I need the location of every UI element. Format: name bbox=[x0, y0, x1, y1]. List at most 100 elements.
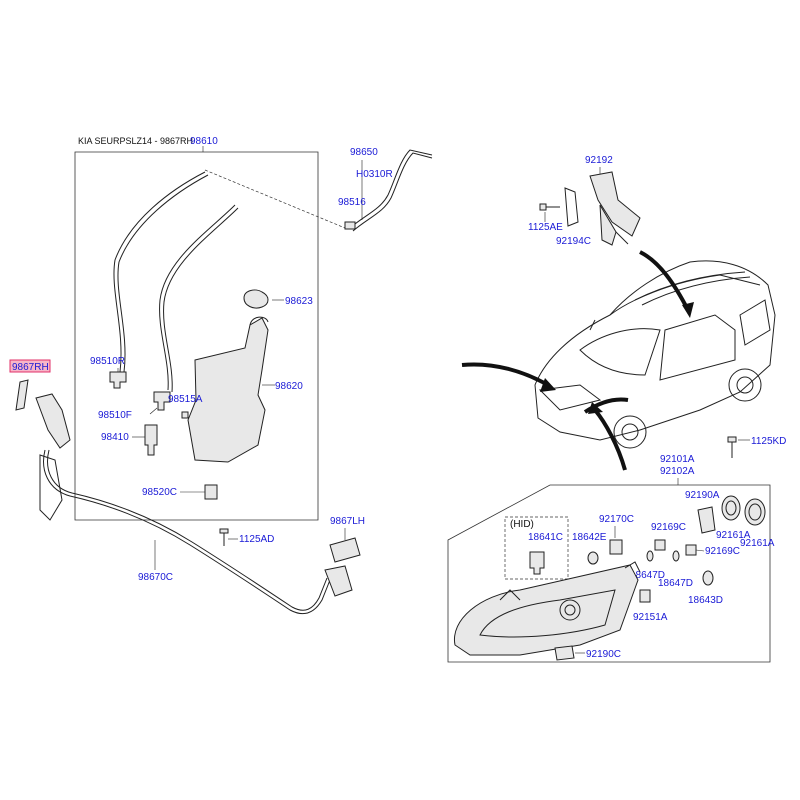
headlamp-projector-inner bbox=[564, 604, 576, 616]
label-98410[interactable]: 98410 bbox=[101, 432, 129, 443]
label-9867rh[interactable]: 9867RH bbox=[12, 362, 49, 373]
pointer-arrow-washer bbox=[461, 362, 549, 387]
ring-92161a-2 bbox=[744, 498, 766, 526]
car-front-hub bbox=[621, 423, 639, 441]
label-98516[interactable]: 98516 bbox=[338, 197, 366, 208]
socket-92169c-2 bbox=[685, 544, 697, 556]
label-98510f[interactable]: 98510F bbox=[98, 410, 132, 421]
cap-98623 bbox=[243, 289, 269, 309]
car-side-window bbox=[659, 314, 736, 381]
label-1125ae[interactable]: 1125AE bbox=[528, 222, 563, 233]
diagram-caption: KIA SEURPSLZ14 - 9867RH bbox=[78, 136, 193, 146]
hose-h0310r-b bbox=[352, 152, 433, 232]
label-98520c[interactable]: 98520C bbox=[142, 487, 177, 498]
cover-92190c bbox=[554, 645, 575, 661]
hose-98670c-b bbox=[47, 449, 328, 611]
label-18641c[interactable]: 18641C bbox=[528, 532, 563, 543]
leveling-sensor-group: 92192 1125AE 92194C bbox=[528, 155, 641, 247]
bulb-18642e bbox=[587, 551, 599, 565]
socket-92169c-1 bbox=[654, 539, 666, 551]
highlight-9867rh[interactable] bbox=[9, 359, 51, 373]
bolt-1125ad-head bbox=[219, 528, 229, 534]
pointer-arrow-headlamp bbox=[593, 408, 627, 471]
label-98620[interactable]: 98620 bbox=[275, 381, 303, 392]
headlamp-group: 1125KD 92101A 92102A (HID) 18641C 18642E… bbox=[447, 436, 786, 663]
reservoir-neck bbox=[249, 316, 269, 326]
cover-9867lh bbox=[329, 537, 361, 563]
label-92194c[interactable]: 92194C bbox=[556, 236, 591, 247]
pointer-arrow-sensor-head bbox=[682, 302, 694, 318]
car-mirror bbox=[589, 319, 596, 331]
label-92169c-1[interactable]: 92169C bbox=[651, 522, 686, 533]
car-rear-window bbox=[739, 299, 771, 346]
label-92161a-1[interactable]: 92161A bbox=[716, 530, 751, 541]
label-18647d-1[interactable]: 18647D bbox=[630, 570, 665, 581]
ring-92161a-2-inner bbox=[748, 503, 762, 521]
sensor-arm bbox=[599, 204, 617, 246]
label-92161a-2[interactable]: 92161A bbox=[740, 538, 775, 549]
hose-h0310r bbox=[349, 149, 433, 229]
headlamp-lens-inner bbox=[479, 589, 616, 638]
headlamp-top-bracket bbox=[499, 561, 641, 601]
pump-98410 bbox=[144, 424, 158, 456]
label-1125ad[interactable]: 1125AD bbox=[239, 534, 274, 545]
socket-92170c bbox=[609, 539, 623, 555]
washer-system-group: KIA SEURPSLZ14 - 9867RH 98610 98650 H031… bbox=[9, 136, 433, 615]
dashed-guide-98516 bbox=[204, 169, 346, 229]
sensor-link-rod bbox=[615, 231, 629, 245]
bolt-1125kd-head bbox=[727, 436, 737, 443]
label-1125kd[interactable]: 1125KD bbox=[751, 436, 786, 447]
pointer-arrow-washer-head bbox=[540, 378, 556, 392]
bolt-1125ae bbox=[539, 203, 547, 211]
nozzle-98510f bbox=[153, 391, 171, 411]
label-98650[interactable]: 98650 bbox=[350, 147, 378, 158]
label-92190a[interactable]: 92190A bbox=[685, 490, 720, 501]
label-92102a[interactable]: 92102A bbox=[660, 466, 695, 477]
washer-bracket-rh bbox=[39, 454, 63, 521]
label-92170c[interactable]: 92170C bbox=[599, 514, 634, 525]
leader-92169c-2 bbox=[695, 549, 705, 552]
label-98623[interactable]: 98623 bbox=[285, 296, 313, 307]
cover-92190a bbox=[697, 506, 716, 534]
car-illustration bbox=[461, 250, 776, 471]
label-9867lh[interactable]: 9867LH bbox=[330, 516, 365, 527]
washer-frame-box bbox=[74, 151, 319, 521]
label-92151a[interactable]: 92151A bbox=[633, 612, 668, 623]
washer-hose-2b bbox=[163, 207, 239, 393]
clip-98515a bbox=[181, 411, 189, 419]
ring-92161a-1 bbox=[721, 495, 741, 521]
label-92169c-2[interactable]: 92169C bbox=[705, 546, 740, 557]
nozzle-cover-9867rh bbox=[15, 379, 29, 411]
label-92101a[interactable]: 92101A bbox=[660, 454, 695, 465]
sensor-98520c bbox=[204, 484, 218, 500]
bulb-18643d bbox=[702, 570, 714, 586]
label-18642e[interactable]: 18642E bbox=[572, 532, 607, 543]
pointer-arrow-sensor bbox=[639, 250, 690, 311]
label-92190c[interactable]: 92190C bbox=[586, 649, 621, 660]
label-92192[interactable]: 92192 bbox=[585, 155, 613, 166]
car-roof-rails bbox=[634, 271, 751, 306]
car-rear-wheel bbox=[728, 368, 762, 402]
socket-92151a bbox=[639, 589, 651, 603]
washer-hose-1b bbox=[117, 174, 209, 373]
label-hid: (HID) bbox=[510, 519, 534, 530]
car-headlight-area bbox=[538, 384, 602, 411]
pointer-arrow-headlamp-2 bbox=[583, 397, 629, 414]
bulb-18647d-2 bbox=[672, 550, 680, 562]
label-98510r[interactable]: 98510R bbox=[90, 356, 125, 367]
label-h0310r[interactable]: H0310R bbox=[356, 169, 393, 180]
label-98610[interactable]: 98610 bbox=[190, 136, 218, 147]
bulb-18647d-1 bbox=[646, 550, 654, 562]
washer-hose-2 bbox=[159, 204, 236, 391]
label-18647d-2[interactable]: 18647D bbox=[658, 578, 693, 589]
label-18643d[interactable]: 18643D bbox=[688, 595, 723, 606]
ring-92161a-1-inner bbox=[725, 500, 737, 516]
label-98670c[interactable]: 98670C bbox=[138, 572, 173, 583]
hid-bulb-18641c bbox=[529, 551, 545, 575]
car-body bbox=[534, 260, 776, 441]
sensor-bracket-92192 bbox=[589, 171, 641, 237]
hid-box bbox=[504, 516, 569, 580]
washer-nozzle-lh bbox=[324, 565, 353, 597]
label-98515a[interactable]: 98515A bbox=[168, 394, 203, 405]
